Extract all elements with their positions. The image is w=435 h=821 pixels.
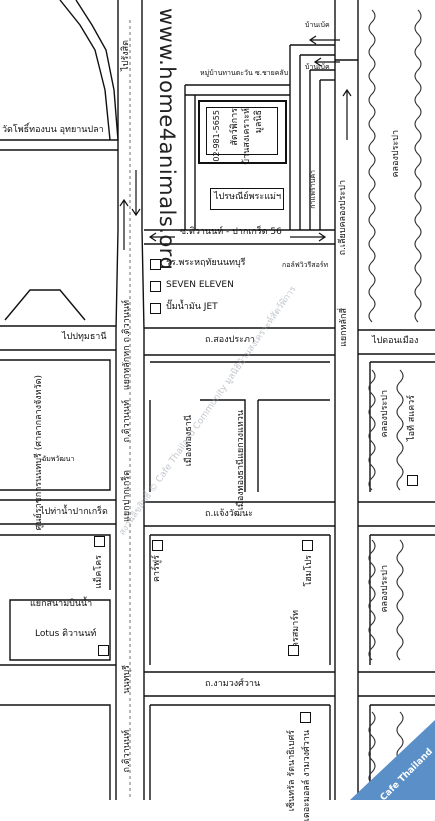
road-tiwanon-right-edge xyxy=(141,0,145,800)
to-don-mueang: ไปดอนเมือง xyxy=(372,336,419,346)
chaengwattana-label: ถ.แจ้งวัฒนะ xyxy=(205,509,253,519)
yaek-sanam-bin-nam: แยกสนามบินน้ำ xyxy=(30,599,93,609)
legend-checkbox-3 xyxy=(150,303,161,314)
yaek-lak-hok: แยกหลักหก ถ.ติวานนท์ xyxy=(122,300,132,391)
foundation-name: มูลนิธิ xyxy=(254,110,264,134)
the-mall-label: เดอะมอลล์ งามวงศ์วาน xyxy=(302,730,312,821)
it-square-label: ไอที สแควร์ xyxy=(407,395,417,441)
legend-jet: ปั๊มน้ำมัน JET xyxy=(166,302,218,312)
to-pathum-thani: ไปปทุมธานี xyxy=(62,332,107,342)
badge-corner xyxy=(350,720,435,800)
legend-checkbox-1 xyxy=(150,259,161,270)
block-mid-3 xyxy=(200,399,246,492)
foundation-name-2: บ้านสงเคราะห์ xyxy=(242,108,252,165)
it-square-checkbox xyxy=(407,475,418,486)
school-row-checkbox xyxy=(288,645,299,656)
khlong-prapa-low: คลองประปา xyxy=(380,565,390,613)
khlong-prapa-mid: คลองประปา xyxy=(380,390,390,438)
the-mall-checkbox xyxy=(300,712,311,723)
post-office-box xyxy=(210,188,284,210)
lotus-checkbox xyxy=(98,645,109,656)
water-low-1 xyxy=(368,539,376,661)
foundation-phone: 02-981-5655 xyxy=(212,110,221,162)
post-office-label: ไปรษณีย์พระแม่ฯ xyxy=(214,192,282,202)
carrefour-checkbox xyxy=(152,540,163,551)
block-left-4 xyxy=(0,704,111,800)
nonthaburi-label: นนทบุรี xyxy=(122,665,132,694)
home-pro-checkbox xyxy=(302,540,313,551)
road-tiwanon-left-edge xyxy=(115,0,119,800)
macro-label: แม็คโคร xyxy=(94,555,104,589)
coffee-shop-label: กาแฟร้านค้า xyxy=(309,170,317,209)
tiwanon-bottom: ถ.ติวานนท์ xyxy=(122,730,132,773)
arrow-top-right-in-2 xyxy=(308,35,340,45)
to-rangsit-label: ไปรังสิต xyxy=(121,40,131,71)
right-arrow-mid-label: บ้านเบ้ค xyxy=(305,63,330,71)
yaek-lak-si-label: แยกหลักสี่ xyxy=(339,308,349,347)
arrow-tiwanon-down xyxy=(131,170,141,217)
water-low-2 xyxy=(396,539,404,661)
home-pro-label: โฮมโปร xyxy=(304,555,314,587)
arrow-soi-left xyxy=(148,232,175,242)
arrow-tiwanon-up xyxy=(119,198,129,250)
water-top-2 xyxy=(414,9,422,323)
foundation-name-3: สัตว์พิการ xyxy=(230,108,240,146)
arrow-lieap xyxy=(342,88,352,140)
soi-56-label: ซ.ติวานนท์ - ปากเกร็ด 56 xyxy=(180,227,282,237)
block-left-2 xyxy=(0,534,111,590)
foundation-inner-box xyxy=(206,107,278,155)
amphoe-label: อัมพวัฒนา xyxy=(42,455,75,463)
legend-seven-eleven: SEVEN ELEVEN xyxy=(166,280,234,290)
carrefour-label: คาร์ฟูร์ xyxy=(152,555,162,583)
water-mid-1 xyxy=(368,369,376,491)
central-label: เซ็นทรัล รัตนาธิเบศร์ xyxy=(287,730,297,812)
right-arrow-top-label: บ้านเบ้ค xyxy=(305,21,330,29)
lieap-khlong-label: ถ.เลียบคลองประปา xyxy=(338,180,348,256)
website-url: www.home4animals.org xyxy=(155,8,179,271)
wat-label: วัดโพธิ์ทองบน อุทยานปลา xyxy=(2,125,104,135)
block-left-3 xyxy=(9,599,111,661)
road-diag-pathum xyxy=(4,289,86,321)
foundation-box xyxy=(198,100,287,164)
arrow-soi-right xyxy=(290,232,327,242)
road-top-left-curve-2 xyxy=(75,0,119,141)
songprapa-label: ถ.สองประภา xyxy=(205,335,255,345)
ngamwongwan-label: ถ.งามวงศ์วาน xyxy=(205,679,261,689)
village-label: หมู่บ้านทานตะวัน ซ.ชายคลับ xyxy=(200,69,289,77)
water-top-1 xyxy=(368,9,376,323)
to-pak-kret: ไปท่าน้ำปากเกร็ด xyxy=(40,507,108,517)
road-top-left-curve xyxy=(59,0,111,141)
mueang-thong-2-label: เมืองทองธานีแยกวงแหวน xyxy=(236,410,246,511)
macro-checkbox xyxy=(94,536,105,547)
legend-checkbox-2 xyxy=(150,281,161,292)
khlong-prapa-top: คลองประปา xyxy=(391,130,401,178)
block-left-1 xyxy=(0,359,111,491)
legend-school: รร.พระหฤทัยนนทบุรี xyxy=(166,258,246,268)
map-canvas xyxy=(0,0,435,800)
arrow-top-right-in xyxy=(313,57,340,67)
tiwanon-mid: ถ.ติวานนท์ xyxy=(122,400,132,443)
water-mid-2 xyxy=(396,369,404,491)
lotus-label: Lotus ติวานนท์ xyxy=(35,629,97,639)
golf-label: กอล์ฟวิวรีสอร์ท xyxy=(282,261,329,269)
